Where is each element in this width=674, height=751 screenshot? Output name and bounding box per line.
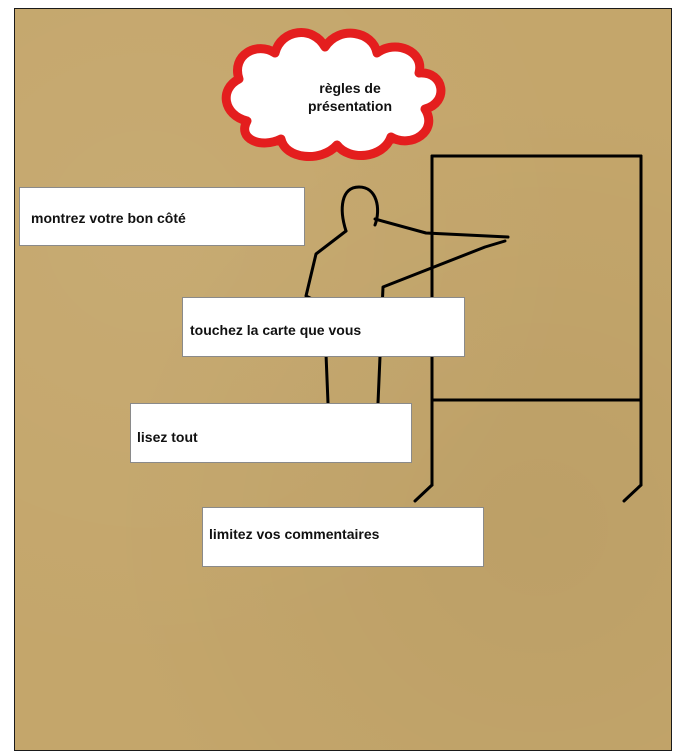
rule-card-4: limitez vos commentaires bbox=[202, 507, 484, 567]
rule-card-3: lisez tout bbox=[130, 403, 412, 463]
presentation-drawing bbox=[15, 9, 672, 751]
presenter-figure bbox=[306, 187, 508, 403]
rule-card-1: montrez votre bon côté bbox=[19, 187, 305, 246]
cloud-title-line-1: règles de bbox=[270, 79, 430, 97]
rule-card-2: touchez la carte que vous bbox=[182, 297, 465, 357]
cloud-title-line-2: présentation bbox=[270, 97, 430, 115]
cloud-title: règles de présentation bbox=[270, 79, 430, 115]
presentation-slide: règles de présentation montrez votre bon… bbox=[14, 8, 672, 751]
